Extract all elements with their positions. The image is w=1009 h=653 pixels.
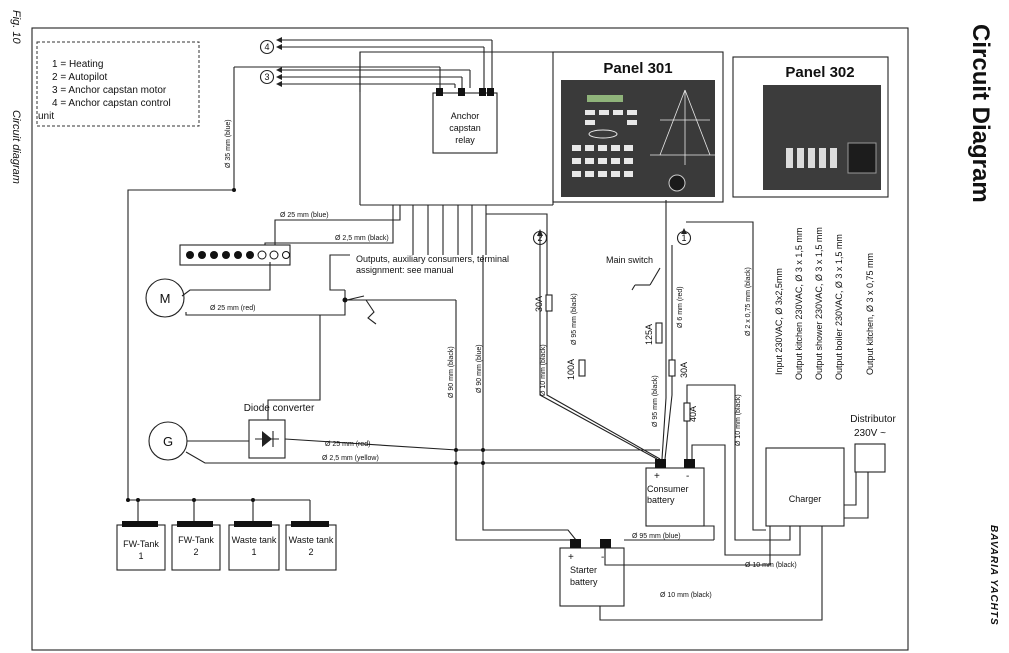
panel-302-title: Panel 302 bbox=[785, 64, 854, 81]
motor-label: M bbox=[160, 291, 171, 306]
distributor-label: 230V ~ bbox=[854, 428, 886, 439]
legend-item: 2 = Autopilot bbox=[52, 72, 108, 83]
outputs-note: assignment: see manual bbox=[356, 265, 454, 275]
diode-converter-label: Diode converter bbox=[244, 403, 315, 414]
tank-label: 2 bbox=[308, 547, 313, 557]
panel-302-image bbox=[763, 85, 881, 190]
starter-battery-label: Starter bbox=[570, 565, 597, 575]
charger-box bbox=[765, 447, 845, 527]
legend-item: 3 = Anchor capstan motor bbox=[52, 85, 167, 96]
spec-label: Output boiler 230VAC, Ø 3 x 1,5 mm bbox=[834, 234, 844, 380]
anchor-relay-box bbox=[432, 92, 498, 154]
main-switch bbox=[631, 267, 661, 291]
tank-label: 1 bbox=[138, 551, 143, 561]
panel-301-title: Panel 301 bbox=[603, 60, 672, 77]
wire-label: Ø 2 x 0,75 mm (black) bbox=[745, 267, 752, 336]
spec-label: Output kitchen, Ø 3 x 0,75 mm bbox=[865, 253, 875, 375]
tank-waste-2: Waste tank 2 bbox=[285, 521, 337, 571]
legend-item: 4 = Anchor capstan control bbox=[52, 98, 171, 109]
spec-label: Output shower 230VAC, Ø 3 x 1,5 mm bbox=[814, 227, 824, 380]
legend: 1 = Heating 2 = Autopilot 3 = Anchor cap… bbox=[38, 59, 171, 122]
legend-item: unit bbox=[38, 111, 54, 122]
tank-fw-2: FW-Tank 2 bbox=[171, 521, 221, 571]
legend-box bbox=[36, 41, 200, 127]
wire-label: Ø 25 mm (red) bbox=[210, 305, 256, 312]
consumer-battery bbox=[645, 467, 705, 527]
starter-battery bbox=[559, 547, 625, 607]
distributor-label: Distributor bbox=[850, 414, 896, 425]
wire-label: Ø 6 mm (red) bbox=[677, 286, 684, 328]
switch-small bbox=[346, 295, 377, 325]
spec-label: Input 230VAC, Ø 3x2,5mm bbox=[774, 268, 784, 375]
tank-label: Waste tank bbox=[232, 535, 277, 545]
fuse-label: 30A bbox=[679, 362, 689, 378]
circle-marker-3: 3 bbox=[259, 69, 275, 85]
motor-symbol bbox=[145, 278, 185, 318]
circle-marker-text: 4 bbox=[264, 42, 269, 52]
fuse-label: 40A bbox=[688, 406, 698, 422]
tank-label: Waste tank bbox=[289, 535, 334, 545]
spec-label: Output kitchen 230VAC, Ø 3 x 1,5 mm bbox=[794, 228, 804, 380]
circle-marker-4: 4 bbox=[259, 39, 275, 55]
circle-marker-text: 3 bbox=[264, 72, 269, 82]
wire-label: Ø 95 mm (blue) bbox=[632, 533, 681, 540]
wire-label: Ø 10 mm (black) bbox=[735, 394, 742, 446]
generator-label: G bbox=[163, 434, 173, 449]
fuse-label: 30A bbox=[534, 296, 544, 312]
anchor-relay-label: Anchor bbox=[451, 111, 480, 121]
wire-label: Ø 2,5 mm (yellow) bbox=[322, 455, 379, 462]
wires-right bbox=[486, 200, 869, 621]
consumer-minus: - bbox=[686, 471, 689, 482]
consumer-battery-label: battery bbox=[647, 495, 675, 505]
wire-label: Ø 95 mm (black) bbox=[652, 375, 659, 427]
wire-labels: Ø 35 mm (blue) Ø 25 mm (blue) Ø 2,5 mm (… bbox=[210, 119, 797, 599]
main-switch-label: Main switch bbox=[606, 255, 653, 265]
starter-plus: + bbox=[568, 552, 574, 563]
spec-labels: Input 230VAC, Ø 3x2,5mm Output kitchen 2… bbox=[774, 227, 875, 380]
wire-label: Ø 25 mm (red) bbox=[325, 441, 371, 448]
distributor-box bbox=[854, 443, 886, 473]
anchor-relay-label: capstan bbox=[449, 123, 481, 133]
outputs-note: Outputs, auxiliary consumers, terminal bbox=[356, 254, 509, 264]
consumer-plus: + bbox=[654, 471, 660, 482]
legend-item: 1 = Heating bbox=[52, 59, 103, 70]
tank-label: 2 bbox=[193, 547, 198, 557]
wire-label: Ø 10 mm (black) bbox=[540, 344, 547, 396]
anchor-relay-label: relay bbox=[455, 135, 475, 145]
top-wires bbox=[278, 39, 493, 88]
charger-label: Charger bbox=[789, 494, 822, 504]
tank-label: FW-Tank bbox=[178, 535, 214, 545]
wire-label: Ø 10 mm (black) bbox=[745, 562, 797, 569]
wire-label: Ø 90 mm (blue) bbox=[476, 344, 483, 393]
fuse-label: 125A bbox=[644, 324, 654, 345]
wire-label: Ø 35 mm (blue) bbox=[225, 119, 232, 168]
panel-301-image bbox=[561, 80, 715, 197]
tank-waste-1: Waste tank 1 bbox=[228, 521, 280, 571]
tank-label: FW-Tank bbox=[123, 539, 159, 549]
wire-label: Ø 90 mm (black) bbox=[448, 346, 455, 398]
fuses bbox=[545, 294, 691, 422]
fuse-label: 100A bbox=[566, 359, 576, 380]
tank-fw-1: FW-Tank 1 bbox=[116, 521, 166, 571]
wire-label: Ø 10 mm (black) bbox=[660, 592, 712, 599]
consumer-battery-label: Consumer bbox=[647, 484, 689, 494]
control-bus bbox=[127, 51, 554, 500]
wire-label: Ø 2,5 mm (black) bbox=[335, 235, 389, 242]
tank-label: 1 bbox=[251, 547, 256, 557]
starter-minus: - bbox=[601, 552, 604, 563]
junction-dots bbox=[126, 188, 485, 502]
circle-marker-text: 1 bbox=[681, 233, 686, 243]
wire-label: Ø 25 mm (blue) bbox=[280, 212, 329, 219]
starter-battery-label: battery bbox=[570, 577, 598, 587]
wire-label: Ø 95 mm (black) bbox=[571, 293, 578, 345]
